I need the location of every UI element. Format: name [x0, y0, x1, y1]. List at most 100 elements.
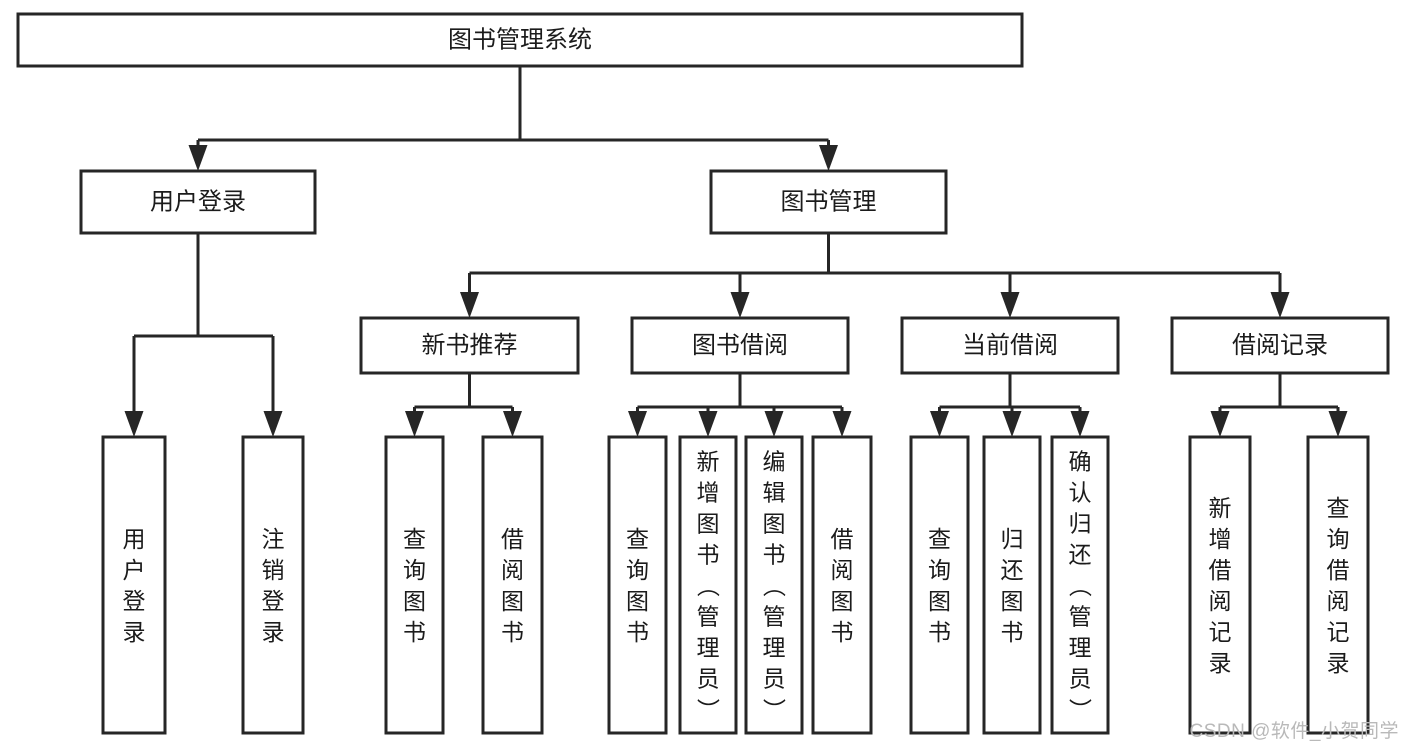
node-box-leaf-query-book-rec[interactable] — [384, 435, 445, 735]
node-label-leaf-add-record-char-4: 记 — [1209, 619, 1232, 645]
node-label-leaf-borrow-book-rec-char-2: 图 — [501, 588, 524, 614]
node-label-leaf-add-record-char-5: 录 — [1209, 650, 1232, 676]
node-box-leaf-return-book[interactable] — [982, 435, 1042, 735]
node-box-leaf-logout[interactable] — [241, 435, 305, 735]
node-label-leaf-add-record-char-2: 借 — [1209, 557, 1232, 583]
arrow-head-leaf-borrow-book-rec — [503, 411, 522, 437]
node-new-book-rec[interactable]: 新书推荐 — [359, 316, 580, 375]
node-box-new-book-rec[interactable] — [359, 316, 580, 375]
node-box-leaf-confirm-return[interactable] — [1050, 435, 1110, 735]
node-label-leaf-edit-book-char-7: 员 — [763, 666, 786, 692]
node-label-leaf-add-book-char-8: ） — [695, 698, 721, 721]
node-label-leaf-edit-book-char-6: 理 — [763, 635, 786, 661]
node-label-leaf-query-book-rec-char-2: 图 — [403, 588, 426, 614]
arrow-head-leaf-query-record — [1328, 411, 1348, 437]
arrow-head-leaf-add-book — [698, 411, 718, 437]
node-label-leaf-confirm-return-char-7: 员 — [1069, 666, 1092, 692]
node-label-leaf-add-book-char-1: 增 — [697, 480, 720, 506]
node-label-leaf-add-record-char-3: 阅 — [1209, 588, 1232, 614]
node-label-leaf-borrow-book-rec-char-1: 阅 — [501, 557, 524, 583]
node-label-root: 图书管理系统 — [448, 26, 592, 53]
node-label-leaf-user-login-char-1: 户 — [123, 557, 146, 583]
node-box-book-manage[interactable] — [709, 169, 948, 235]
node-box-borrow-record[interactable] — [1170, 316, 1390, 375]
node-label-book-manage: 图书管理 — [781, 188, 877, 215]
node-label-leaf-add-book-char-6: 理 — [697, 635, 720, 661]
node-label-leaf-query-record-char-0: 查 — [1327, 495, 1350, 521]
node-root[interactable]: 图书管理系统 — [16, 12, 1024, 68]
node-box-book-borrow[interactable] — [630, 316, 850, 375]
arrow-head-leaf-add-record — [1210, 411, 1230, 437]
edge-group-root — [188, 66, 838, 171]
arrow-head-leaf-confirm-return — [1070, 411, 1090, 437]
node-label-leaf-logout-char-2: 登 — [262, 588, 285, 614]
node-label-leaf-logout-char-3: 录 — [262, 619, 285, 645]
node-label-leaf-query-book-borrow-char-0: 查 — [626, 526, 649, 552]
node-label-leaf-borrow-book-char-2: 图 — [831, 588, 854, 614]
node-label-leaf-query-book-rec-char-0: 查 — [403, 526, 426, 552]
node-label-leaf-query-book-cur-char-2: 图 — [928, 588, 951, 614]
node-user-login[interactable]: 用户登录 — [79, 169, 317, 235]
node-book-borrow[interactable]: 图书借阅 — [630, 316, 850, 375]
node-box-current-borrow[interactable] — [900, 316, 1120, 375]
nodes-layer: 图书管理系统用户登录图书管理新书推荐图书借阅当前借阅借阅记录用户登录注销登录查询… — [16, 12, 1390, 735]
node-label-leaf-add-book-char-5: 管 — [697, 604, 720, 630]
node-label-leaf-add-book-char-2: 图 — [697, 511, 720, 537]
node-label-leaf-edit-book-char-4: （ — [761, 574, 787, 597]
node-book-manage[interactable]: 图书管理 — [709, 169, 948, 235]
arrow-head-book-manage — [819, 145, 838, 171]
arrow-head-leaf-query-book-borrow — [628, 411, 647, 437]
node-label-leaf-user-login-char-0: 用 — [123, 526, 146, 552]
node-label-leaf-return-book-char-0: 归 — [1001, 526, 1024, 552]
node-label-leaf-return-book-char-2: 图 — [1001, 588, 1024, 614]
node-leaf-user-login[interactable]: 用户登录 — [101, 435, 167, 735]
csdn-watermark: CSDN @软件_小贺同学 — [1189, 721, 1399, 742]
node-label-leaf-borrow-book-rec-char-0: 借 — [501, 526, 524, 552]
node-box-root[interactable] — [16, 12, 1024, 68]
node-box-leaf-query-record[interactable] — [1306, 435, 1370, 735]
node-label-leaf-logout-char-1: 销 — [262, 557, 285, 583]
node-borrow-record[interactable]: 借阅记录 — [1170, 316, 1390, 375]
node-label-leaf-confirm-return-char-3: 还 — [1069, 542, 1092, 568]
node-box-leaf-query-book-cur[interactable] — [909, 435, 970, 735]
node-box-leaf-edit-book[interactable] — [744, 435, 804, 735]
node-label-leaf-borrow-book-char-0: 借 — [831, 526, 854, 552]
node-label-current-borrow: 当前借阅 — [962, 332, 1058, 359]
node-label-leaf-confirm-return-char-1: 认 — [1069, 480, 1092, 506]
node-box-leaf-add-book[interactable] — [678, 435, 738, 735]
node-label-leaf-user-login-char-3: 录 — [123, 619, 146, 645]
node-box-leaf-add-record[interactable] — [1188, 435, 1252, 735]
node-box-leaf-user-login[interactable] — [101, 435, 167, 735]
edges-layer — [124, 66, 1348, 437]
arrow-head-leaf-edit-book — [764, 411, 784, 437]
node-label-leaf-add-book-char-4: （ — [695, 574, 721, 597]
node-label-leaf-query-book-cur-char-0: 查 — [928, 526, 951, 552]
node-label-leaf-borrow-book-char-1: 阅 — [831, 557, 854, 583]
node-label-leaf-query-record-char-1: 询 — [1327, 526, 1350, 552]
arrow-head-leaf-query-book-cur — [930, 411, 949, 437]
node-label-leaf-query-book-cur-char-1: 询 — [928, 557, 951, 583]
node-box-leaf-borrow-book-rec[interactable] — [481, 435, 544, 735]
node-box-leaf-query-book-borrow[interactable] — [607, 435, 668, 735]
node-label-book-borrow: 图书借阅 — [692, 332, 788, 359]
node-current-borrow[interactable]: 当前借阅 — [900, 316, 1120, 375]
node-box-leaf-borrow-book[interactable] — [811, 435, 873, 735]
node-label-leaf-query-record-char-3: 阅 — [1327, 588, 1350, 614]
node-label-leaf-confirm-return-char-4: （ — [1067, 574, 1093, 597]
node-label-leaf-query-book-cur-char-3: 书 — [928, 619, 951, 645]
node-label-new-book-rec: 新书推荐 — [422, 332, 518, 359]
node-box-user-login[interactable] — [79, 169, 317, 235]
